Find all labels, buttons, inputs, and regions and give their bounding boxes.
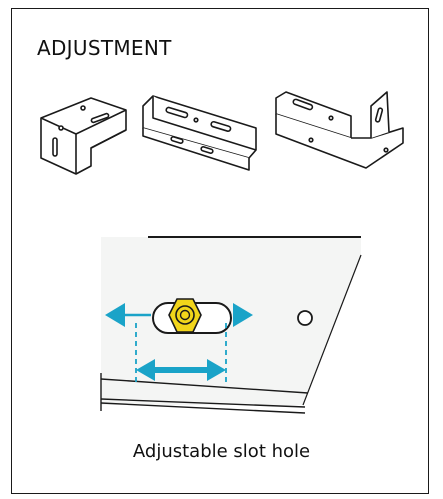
u-bracket-icon (275, 91, 404, 169)
caption: Adjustable slot hole (132, 441, 311, 462)
arrow-right-icon (233, 303, 253, 327)
round-hole (297, 310, 313, 326)
double-arrow-icon (136, 359, 226, 381)
section-title: ADJUSTMENT (37, 36, 172, 60)
arrow-left-icon (105, 303, 125, 327)
slot-hole-detail-icon (100, 236, 362, 414)
nut-icon (168, 298, 202, 333)
corner-bracket-icon (40, 97, 127, 175)
l-bracket-icon (142, 95, 257, 171)
bracket-illustrations (40, 91, 404, 175)
